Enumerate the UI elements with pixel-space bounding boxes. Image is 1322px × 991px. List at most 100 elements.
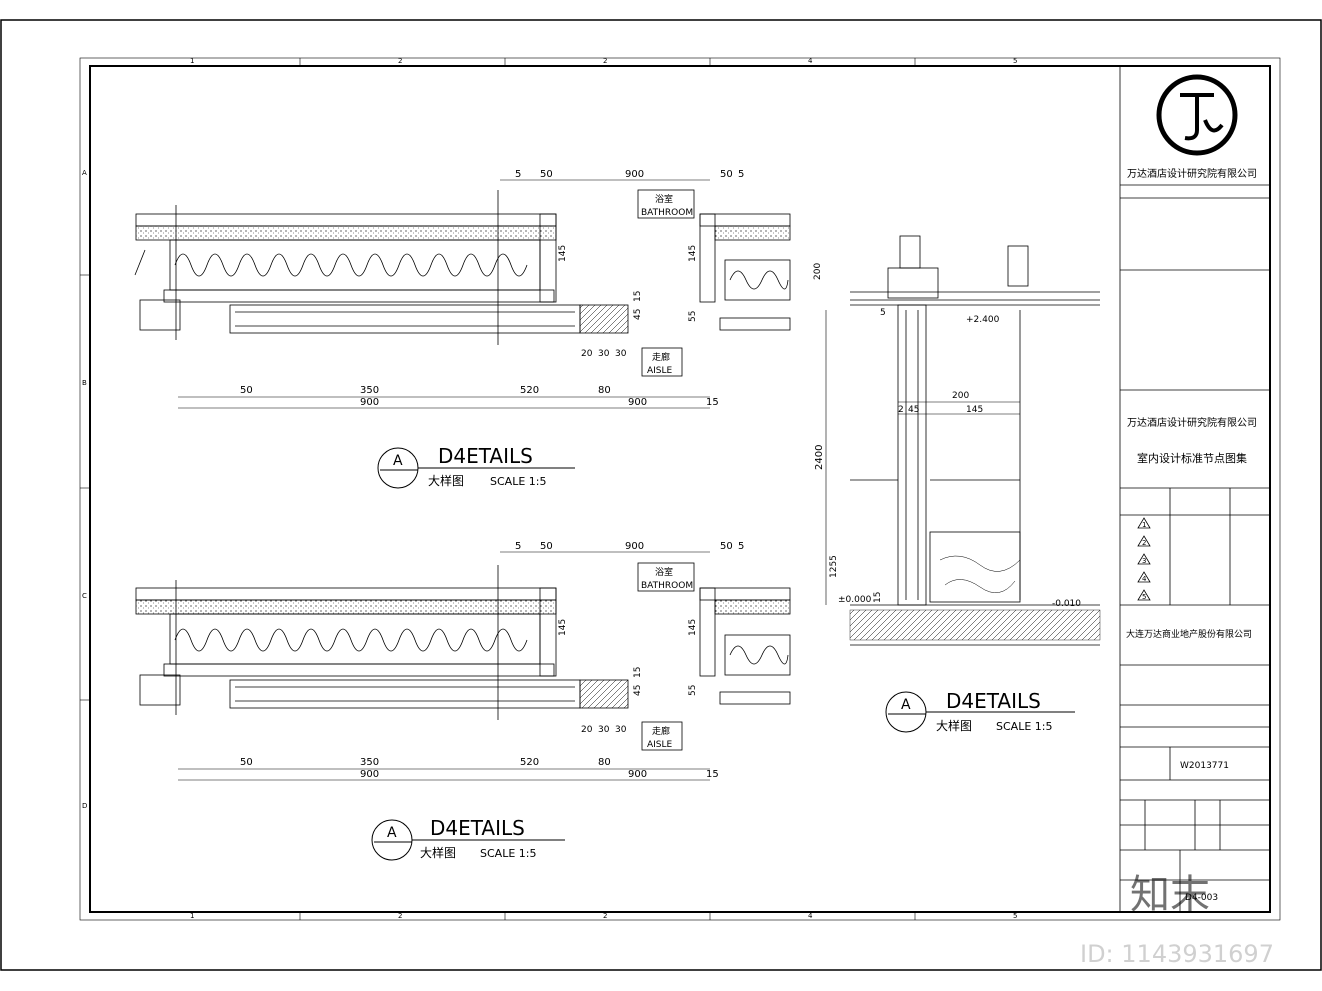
dim-text: 200 bbox=[813, 263, 823, 280]
detail-bottom-plan bbox=[135, 565, 791, 720]
title-block bbox=[1119, 66, 1270, 912]
row-label: D bbox=[82, 802, 87, 810]
dim-text: 900 bbox=[628, 769, 647, 780]
dim-text: 145 bbox=[558, 245, 568, 262]
aisle-label-en: AISLE bbox=[647, 366, 673, 376]
detail-top-plan bbox=[134, 190, 791, 345]
col-label: 2 bbox=[398, 57, 402, 65]
dim-text: 50 bbox=[240, 757, 253, 768]
dim-text: 45 bbox=[908, 405, 919, 415]
dim-text: 350 bbox=[360, 385, 379, 396]
project-number: W2013771 bbox=[1180, 761, 1229, 771]
detail-section-drawing bbox=[849, 235, 1101, 646]
row-label: A bbox=[82, 169, 87, 177]
rev-mark: 4 bbox=[1142, 575, 1147, 583]
company-name: 万达酒店设计研究院有限公司 bbox=[1127, 167, 1257, 180]
dim-text: 15 bbox=[873, 592, 883, 603]
drawing-name: 室内设计标准节点图集 bbox=[1137, 451, 1247, 465]
dim-text: 50 bbox=[720, 169, 733, 180]
dim-text: 55 bbox=[688, 311, 698, 322]
detail-title: D4ETAILS bbox=[430, 816, 525, 840]
detail-mark: A bbox=[393, 453, 403, 469]
rev-mark: 1 bbox=[1142, 521, 1146, 529]
dim-text: 200 bbox=[952, 391, 969, 401]
dim-text: 30 bbox=[598, 349, 610, 359]
col-label: 1 bbox=[190, 912, 194, 920]
revision-numbers: 1 2 3 4 5 bbox=[1142, 521, 1147, 601]
dim-text: 2 bbox=[898, 405, 904, 415]
dim-text: 145 bbox=[558, 619, 568, 636]
dim-text: 900 bbox=[625, 169, 644, 180]
company-name-2: 万达酒店设计研究院有限公司 bbox=[1127, 416, 1257, 429]
col-label: 2 bbox=[398, 912, 402, 920]
dim-text: 900 bbox=[360, 769, 379, 780]
room-label-cn: 浴室 bbox=[655, 566, 673, 578]
room-tag-bathroom-bottom: 浴室 BATHROOM bbox=[637, 562, 695, 592]
row-label: C bbox=[82, 592, 87, 600]
revision-triangle-icon bbox=[1137, 517, 1151, 529]
col-label: 5 bbox=[1013, 57, 1017, 65]
room-label-cn: 浴室 bbox=[655, 193, 673, 205]
room-tag-aisle-bottom: 走廊 AISLE bbox=[641, 721, 683, 751]
detail-top-dims: 5 50 900 50 5 50 350 520 80 900 900 15 2… bbox=[178, 169, 823, 409]
dim-text: 900 bbox=[625, 541, 644, 552]
aisle-label-cn: 走廊 bbox=[652, 351, 670, 363]
detail-section-dims: 2400 1255 200 2 45 145 5 15 +2.400 ±0.00… bbox=[814, 308, 1081, 609]
dim-text: 5 bbox=[515, 541, 521, 552]
dim-text: 55 bbox=[688, 685, 698, 696]
level-text: +2.400 bbox=[966, 315, 1000, 325]
dim-text: 2400 bbox=[814, 445, 825, 470]
dim-text: 5 bbox=[880, 308, 886, 318]
col-label: 1 bbox=[190, 57, 194, 65]
dim-text: 5 bbox=[738, 169, 744, 180]
dim-text: 5 bbox=[515, 169, 521, 180]
dim-text: 80 bbox=[598, 385, 611, 396]
dim-text: 145 bbox=[688, 619, 698, 636]
room-tag-bathroom-top: 浴室 BATHROOM bbox=[637, 189, 695, 219]
dim-text: 50 bbox=[240, 385, 253, 396]
detail-subtitle: 大样图 bbox=[420, 845, 456, 860]
dim-text: 900 bbox=[360, 397, 379, 408]
aisle-label-cn: 走廊 bbox=[652, 725, 670, 737]
dim-text: 900 bbox=[628, 397, 647, 408]
rev-mark: 3 bbox=[1142, 557, 1146, 565]
dim-text: 520 bbox=[520, 385, 539, 396]
dim-text: 30 bbox=[598, 725, 610, 735]
detail-scale: SCALE 1:5 bbox=[490, 475, 546, 488]
dim-text: 520 bbox=[520, 757, 539, 768]
dim-text: 145 bbox=[688, 245, 698, 262]
grid-labels: 1 2 2 4 5 1 2 2 4 5 A B C D bbox=[82, 57, 1017, 920]
id-text: ID: 1143931697 bbox=[1080, 940, 1274, 968]
rev-mark: 2 bbox=[1142, 539, 1146, 547]
title-block-text: 万达酒店设计研究院有限公司 万达酒店设计研究院有限公司 室内设计标准节点图集 大… bbox=[1126, 167, 1257, 903]
detail-title-section: A D4ETAILS 大样图 SCALE 1:5 bbox=[885, 689, 1075, 733]
detail-subtitle: 大样图 bbox=[428, 473, 464, 488]
detail-scale: SCALE 1:5 bbox=[480, 847, 536, 860]
grid-ticks bbox=[80, 58, 916, 920]
dim-text: 145 bbox=[966, 405, 983, 415]
row-label: B bbox=[82, 379, 87, 387]
dim-text: 15 bbox=[633, 667, 643, 678]
dim-text: 30 bbox=[615, 349, 627, 359]
room-label-en: BATHROOM bbox=[641, 208, 693, 218]
detail-mark: A bbox=[901, 697, 911, 713]
dim-text: 20 bbox=[581, 725, 593, 735]
revision-triangle-icon bbox=[1137, 589, 1151, 601]
dim-text: 80 bbox=[598, 757, 611, 768]
col-label: 2 bbox=[603, 912, 607, 920]
dim-text: 15 bbox=[633, 291, 643, 302]
col-label: 5 bbox=[1013, 912, 1017, 920]
room-label-en: BATHROOM bbox=[641, 581, 693, 591]
dim-text: 50 bbox=[720, 541, 733, 552]
col-label: 4 bbox=[808, 912, 813, 920]
revision-triangle-icon bbox=[1137, 535, 1151, 547]
inner-border bbox=[89, 65, 1271, 913]
dim-text: 30 bbox=[615, 725, 627, 735]
grid-frame bbox=[79, 57, 1281, 921]
dim-text: 45 bbox=[633, 685, 643, 696]
detail-bottom-dims: 5 50 900 50 5 50 350 520 80 900 900 15 2… bbox=[178, 541, 744, 781]
revision-triangle-icon bbox=[1137, 553, 1151, 565]
outer-border bbox=[0, 19, 1322, 971]
room-tag-aisle-top: 走廊 AISLE bbox=[641, 347, 683, 377]
